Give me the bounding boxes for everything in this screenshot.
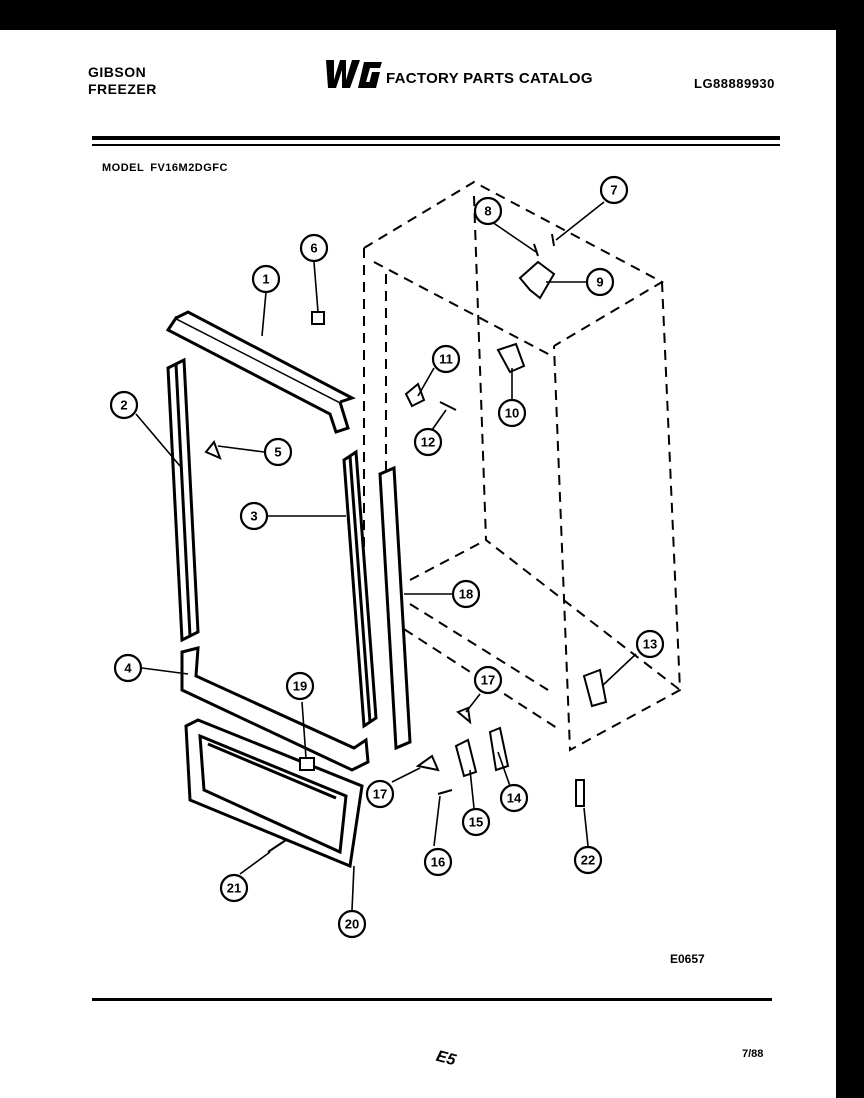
part-14-bracket [488, 726, 510, 772]
callout-1: 1 [262, 272, 269, 287]
catalog-title: FACTORY PARTS CATALOG [386, 70, 593, 87]
callout-17a: 17 [481, 673, 495, 688]
part-5-shape [204, 440, 222, 460]
callout-21: 21 [227, 881, 241, 896]
callout-14: 14 [507, 791, 522, 806]
part-16-screw [437, 789, 453, 795]
part-21-screw [267, 839, 287, 853]
callout-5: 5 [274, 445, 281, 460]
model-number: FV16M2DGFC [150, 162, 228, 174]
revision-date: 7/88 [742, 1048, 764, 1060]
wci-logo [320, 58, 384, 95]
header-divider [92, 136, 780, 140]
model-label: MODEL [102, 162, 145, 174]
callout-11: 11 [439, 352, 453, 367]
brand-line-1: GIBSON [88, 64, 147, 80]
callout-18: 18 [459, 587, 473, 602]
callout-22: 22 [581, 853, 595, 868]
part-13-bracket [582, 668, 608, 708]
part-22-leg [575, 779, 585, 807]
part-9-hinge [518, 260, 556, 300]
footer-divider [92, 998, 772, 1001]
callout-3: 3 [250, 509, 257, 524]
callout-15: 15 [469, 815, 483, 830]
scan-border-top [0, 0, 864, 30]
part-17-lower [415, 754, 440, 772]
part-10-bracket [496, 342, 526, 374]
header-divider-thin [92, 144, 780, 146]
catalog-number: LG88889930 [694, 76, 775, 91]
part-19-shape [299, 757, 315, 771]
part-15-hinge [454, 738, 478, 778]
callout-4: 4 [124, 661, 132, 676]
figure-code: E0657 [670, 952, 705, 966]
callout-16: 16 [431, 855, 445, 870]
callout-17b: 17 [373, 787, 387, 802]
callout-20: 20 [345, 917, 359, 932]
part-12-screw [439, 401, 457, 411]
callout-19: 19 [293, 679, 307, 694]
brand-line-2: FREEZER [88, 81, 157, 97]
part-7-screw [551, 233, 555, 247]
callout-13: 13 [643, 637, 657, 652]
callout-2: 2 [120, 398, 127, 413]
model-line: MODEL FV16M2DGFC [102, 162, 234, 174]
part-6-shape [311, 311, 325, 325]
callout-6: 6 [310, 241, 317, 256]
brand-block: GIBSON FREEZER [88, 64, 157, 98]
callout-7: 7 [610, 183, 617, 198]
part-11-clip [404, 382, 426, 408]
part-8-screw [533, 243, 539, 257]
scan-border-right [836, 0, 864, 1098]
callout-9: 9 [596, 275, 603, 290]
callout-12: 12 [421, 435, 435, 450]
callout-10: 10 [505, 406, 519, 421]
callout-8: 8 [484, 204, 491, 219]
